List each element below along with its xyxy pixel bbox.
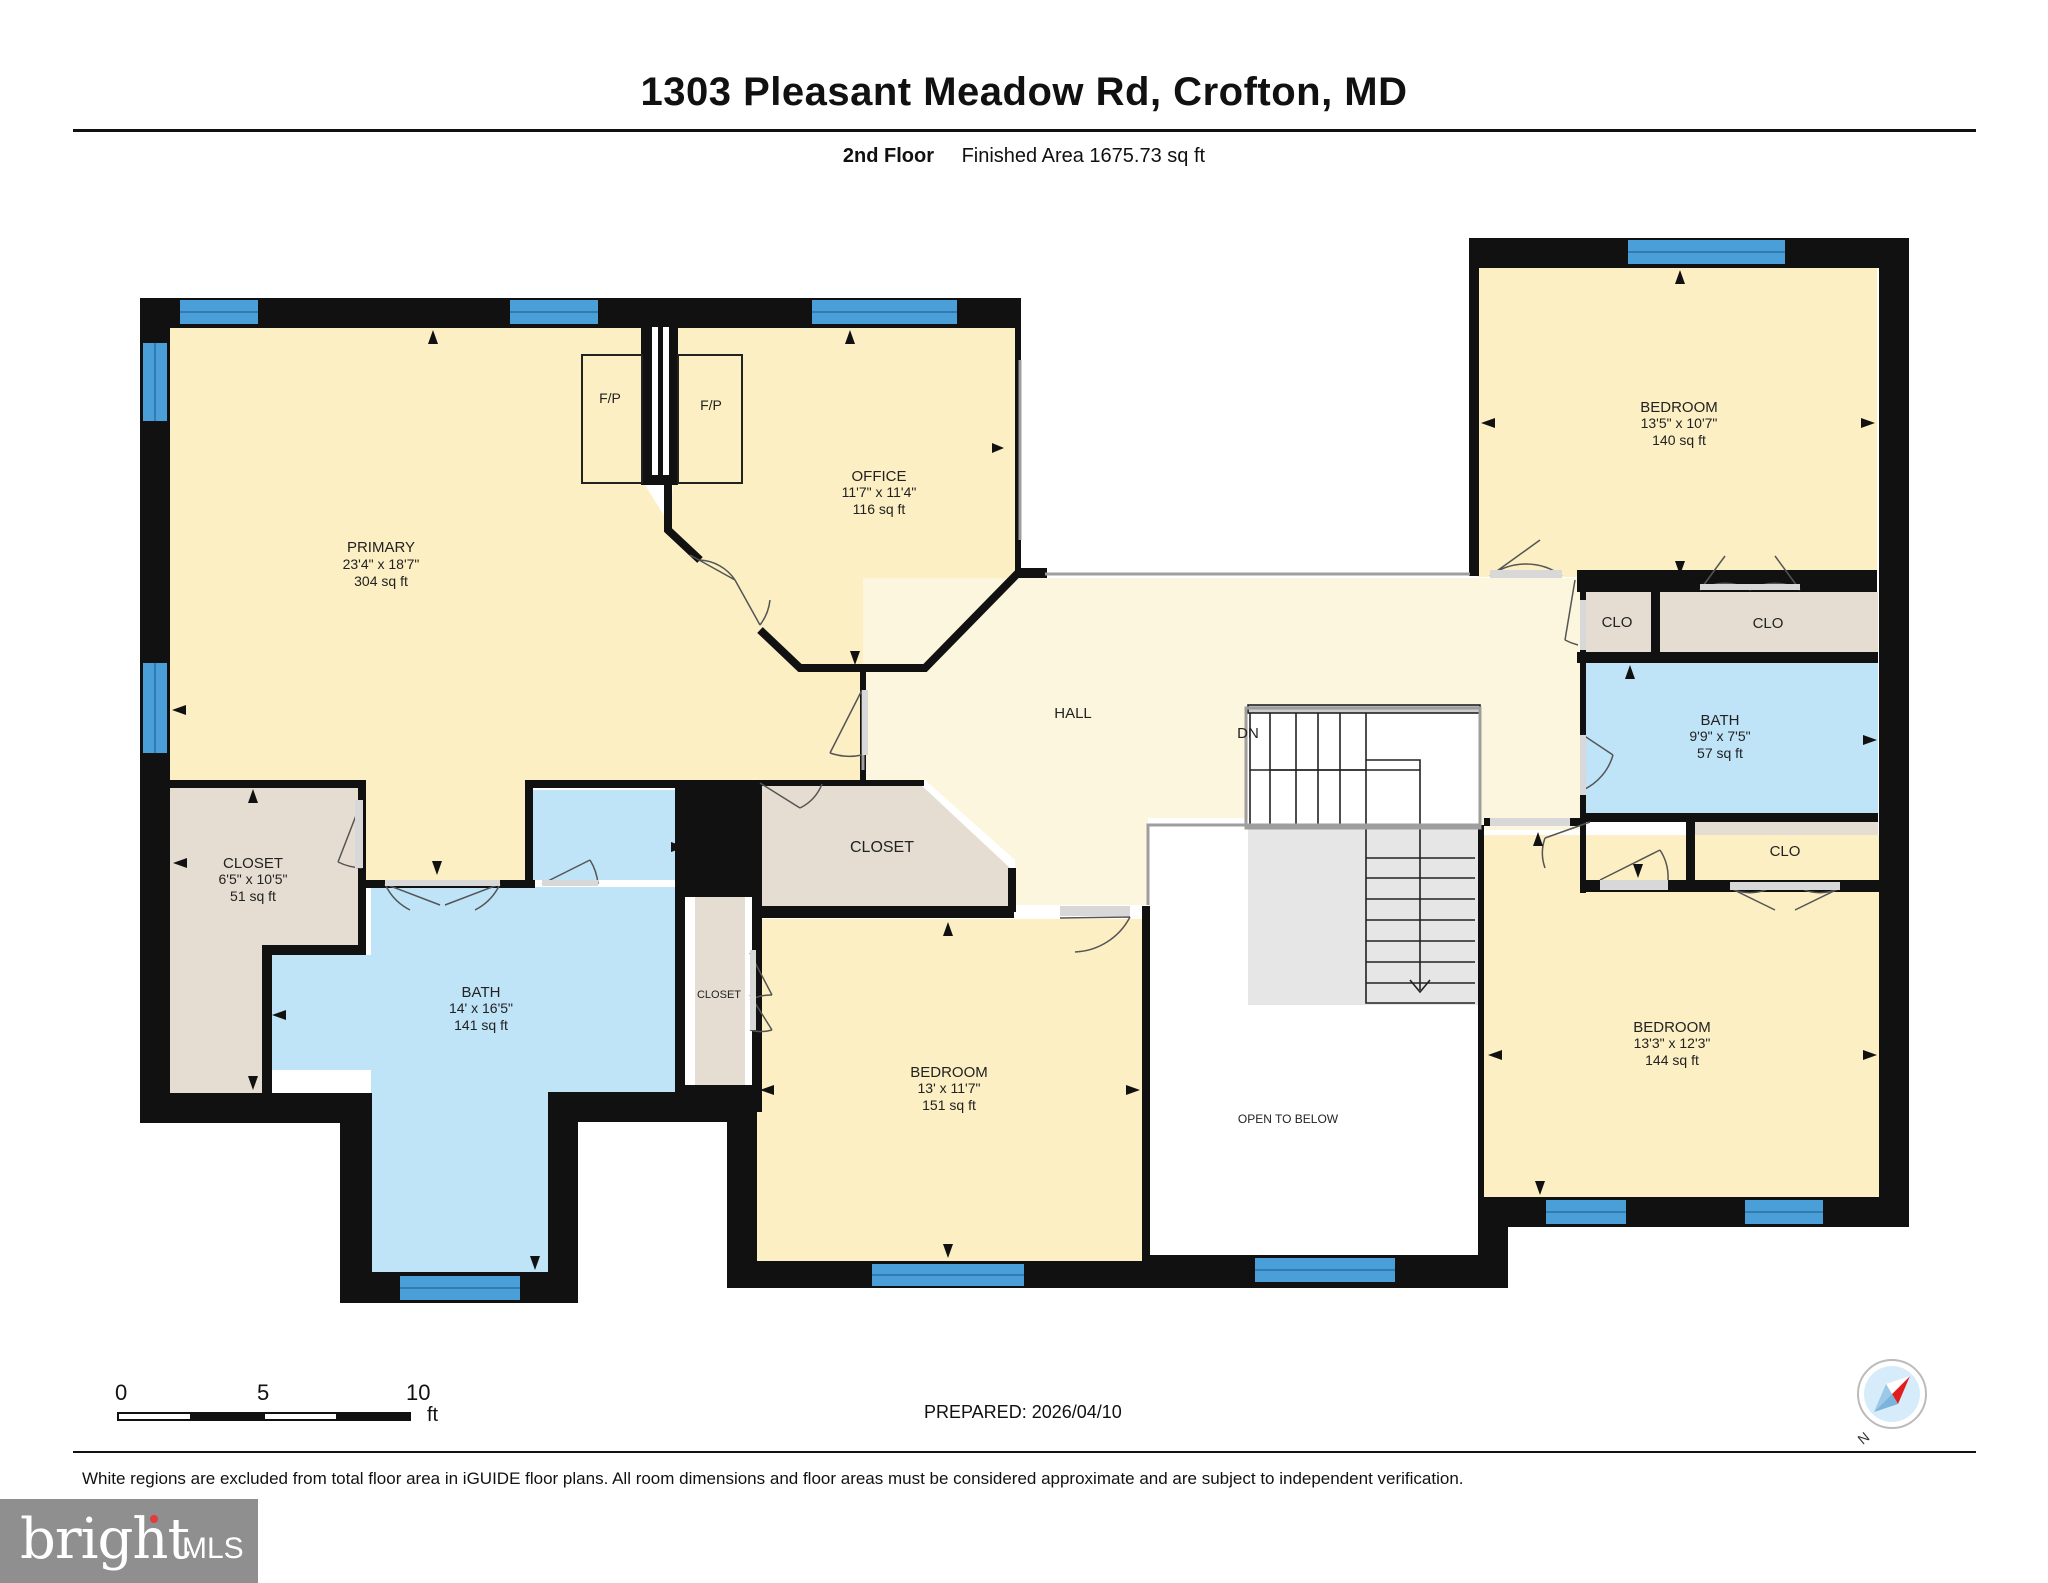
stair-treads [1247,704,1481,1004]
bath-e-area: 57 sq ft [1697,745,1743,761]
bedroom-se-dims: 13'3" x 12'3" [1634,1035,1711,1051]
bedroom-se-label: BEDROOM [1633,1019,1711,1036]
scale-segment-4 [336,1412,411,1421]
closet-primary-dims: 6'5" x 10'5" [219,871,288,887]
bath-primary-dims: 14' x 16'5" [449,1000,513,1016]
floor-subtitle: 2nd Floor Finished Area 1675.73 sq ft [0,145,2048,168]
fireplaces [581,354,743,484]
bedroom-se-area: 144 sq ft [1645,1052,1699,1068]
closet-primary-area: 51 sq ft [230,888,276,904]
compass-icon: N [1850,1356,1930,1447]
closet-small-label: CLOSET [697,989,741,1001]
wall-markers [172,270,1877,1270]
room-fills [170,267,1879,1272]
bath-e-room [1583,663,1878,813]
window-mullions [154,251,1823,1289]
bath-primary-nook [532,790,682,880]
bath-primary-label: BATH [462,984,501,1001]
clo-e-label: CLO [1770,843,1801,860]
disclaimer: White regions are excluded from total fl… [82,1469,1464,1488]
logo-text: bright [20,1507,190,1572]
room-labels: PRIMARY 23'4" x 18'7" 304 sq ft F/P F/P … [219,390,1801,1126]
clo-wide-label: CLO [1753,615,1784,632]
scale-unit: ft [427,1404,439,1426]
footer-divider [73,1451,1976,1453]
office-label: OFFICE [852,468,907,485]
scale-segment-2 [190,1412,265,1421]
scale-bar: 0 5 10 ft [115,1380,439,1440]
primary-room [170,327,863,880]
compass-north-label: N [1854,1429,1872,1446]
closet-center-room [757,784,1010,906]
closet-primary-label: CLOSET [223,855,283,872]
page-title: 1303 Pleasant Meadow Rd, Crofton, MD [640,70,1408,114]
bath-e-dims: 9'9" x 7'5" [1689,728,1750,744]
finished-area: Finished Area 1675.73 sq ft [961,145,1206,167]
clo-small-label: CLO [1602,614,1633,631]
bedroom-se-room [1484,835,1879,1197]
scale-segment-1 [117,1412,192,1421]
scale-tick-0: 0 [115,1380,128,1405]
hall-area [863,578,1580,905]
clo-small-room [1583,592,1651,652]
scale-segment-3 [263,1412,338,1421]
floor-label: 2nd Floor [842,145,935,167]
bedroom-ne-room [1477,267,1877,577]
bath-primary-area: 141 sq ft [454,1017,508,1033]
closet-primary-room [170,786,358,1093]
bedroom-s-area: 151 sq ft [922,1097,976,1113]
open-to-below-label: OPEN TO BELOW [1238,1112,1339,1126]
clo-wide-room [1660,592,1878,652]
dn-label: DN [1237,725,1259,742]
closet-small-room [695,897,745,1092]
scale-tick-5: 5 [257,1380,270,1405]
bedroom-ne-dims: 13'5" x 10'7" [1641,415,1718,431]
primary-area: 304 sq ft [354,573,408,589]
office-dims: 11'7" x 11'4" [842,484,917,500]
prepared-date: PREPARED: 2026/04/10 [924,1402,1122,1422]
bedroom-ne-area: 140 sq ft [1652,432,1706,448]
hall-label: HALL [1054,705,1092,722]
door-openings [355,570,1840,1030]
logo-suffix: MLS [182,1532,244,1565]
fp-left-label: F/P [599,390,621,406]
bedroom-ne-label: BEDROOM [1640,399,1718,416]
bedroom-s-room [757,919,1142,1261]
bath-e-label: BATH [1701,712,1740,729]
bright-mls-logo: bright MLS [0,1499,258,1583]
scale-tick-10: 10 [406,1380,431,1405]
title-divider [73,129,1976,132]
bedroom-s-dims: 13' x 11'7" [918,1080,981,1096]
closet-center-label: CLOSET [850,839,914,856]
bedroom-s-label: BEDROOM [910,1064,988,1081]
primary-dims: 23'4" x 18'7" [343,556,420,572]
fp-right-label: F/P [700,397,722,413]
office-area: 116 sq ft [853,501,906,517]
primary-label: PRIMARY [347,539,415,556]
office-angled-walls [664,480,1022,672]
logo-dot [150,1515,158,1523]
